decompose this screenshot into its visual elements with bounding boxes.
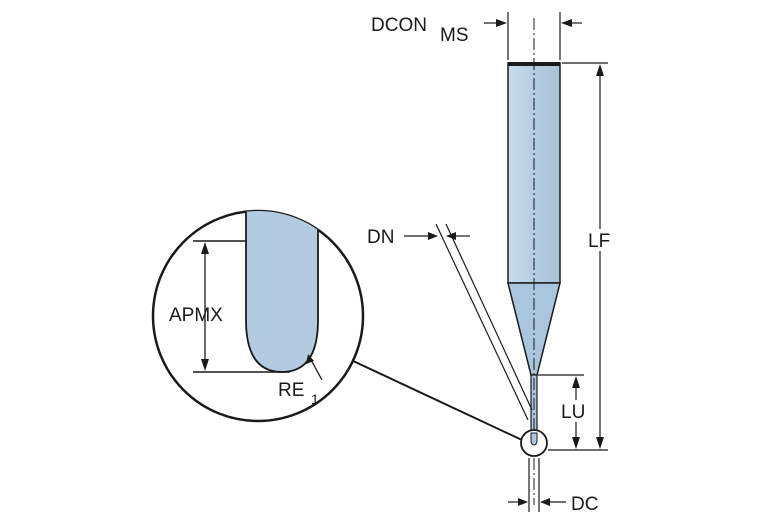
magnified-view: APMX RE 1	[151, 209, 365, 423]
lu-arrow-top	[572, 376, 580, 388]
dc-dimension: DC	[508, 458, 598, 515]
dcon-arrow-right	[561, 19, 572, 27]
dn-arrow-left	[428, 232, 438, 240]
dn-arrow-right	[446, 232, 456, 240]
dc-arrow-left	[518, 498, 528, 506]
lf-label-bg	[588, 229, 614, 251]
re-label: RE	[278, 380, 304, 401]
lf-arrow-top	[596, 64, 604, 76]
lf-dimension: LF	[548, 62, 614, 451]
dn-extension-right	[445, 223, 533, 411]
re-subscript: 1	[311, 391, 319, 407]
dn-dimension: DN	[367, 223, 533, 421]
dcon-arrow-left	[496, 19, 507, 27]
lu-label: LU	[561, 402, 585, 423]
lf-arrow-bottom	[596, 437, 604, 449]
magnifier-leader-line	[350, 359, 523, 441]
dc-arrow-right	[540, 498, 550, 506]
lu-arrow-bottom	[572, 437, 580, 449]
dcon-label: DCON	[371, 15, 427, 36]
dc-label: DC	[571, 494, 598, 515]
tool-body	[507, 18, 561, 505]
re-arrow	[306, 354, 314, 364]
lu-dimension: LU	[538, 374, 591, 449]
ball-tip	[530, 432, 538, 446]
magnified-ball-end	[245, 211, 319, 373]
apmx-arrow-top	[201, 242, 209, 254]
lu-label-bg	[561, 400, 591, 422]
apmx-label: APMX	[169, 305, 223, 326]
apmx-arrow-bottom	[201, 359, 209, 371]
lf-label: LF	[588, 231, 610, 252]
dn-extension-left	[435, 223, 529, 421]
dcon-dimension: DCON MS	[371, 12, 582, 60]
dn-label: DN	[367, 227, 394, 248]
dcon-subscript: MS	[440, 25, 469, 46]
